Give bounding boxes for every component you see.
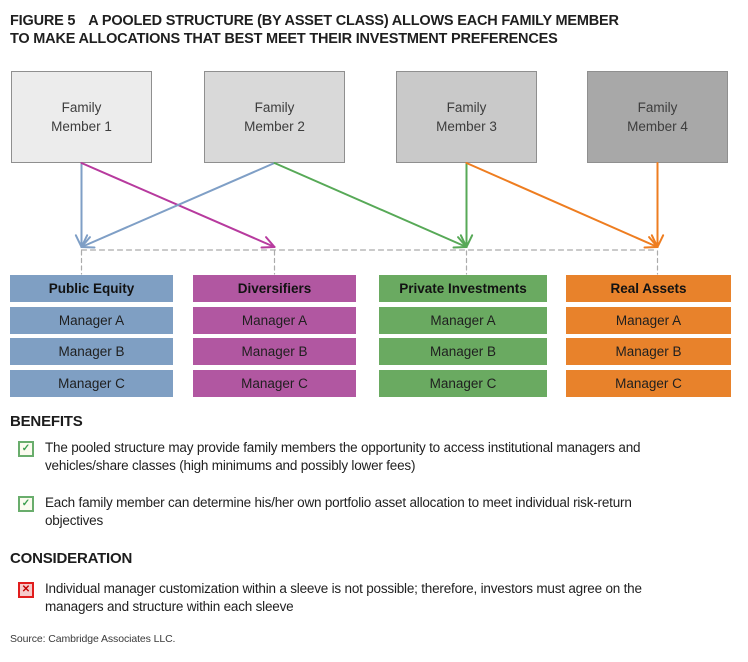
source-note: Source: Cambridge Associates LLC. (10, 633, 176, 645)
consideration-heading: CONSIDERATION (10, 550, 133, 567)
consideration-item: ✕ Individual manager customization withi… (18, 580, 718, 615)
allocation-arrows (74, 162, 665, 275)
manager-cell: Manager B (10, 338, 173, 365)
x-icon: ✕ (18, 582, 34, 598)
family-member-box: Family Member 3 (396, 71, 537, 163)
benefit-item: ✓ Each family member can determine his/h… (18, 494, 718, 529)
consideration-text: Individual manager customization within … (45, 581, 642, 614)
figure-title-text: A POOLED STRUCTURE (BY ASSET CLASS) ALLO… (10, 13, 619, 47)
manager-cell: Manager A (566, 306, 731, 334)
check-icon: ✓ (18, 441, 34, 457)
family-member-label: Family Member 2 (244, 100, 305, 134)
family-member-label: Family Member 1 (51, 100, 112, 134)
benefit-text: The pooled structure may provide family … (45, 440, 641, 473)
asset-class-column: Real Assets Manager A Manager B Manager … (566, 275, 731, 397)
manager-cell: Manager B (566, 338, 731, 365)
family-member-label: Family Member 4 (627, 100, 688, 134)
family-member-box: Family Member 2 (204, 71, 345, 163)
benefit-item: ✓ The pooled structure may provide famil… (18, 439, 718, 474)
manager-cell: Manager C (193, 369, 356, 397)
manager-cell: Manager B (379, 338, 547, 365)
asset-class-header: Private Investments (379, 275, 547, 302)
family-member-box: Family Member 1 (11, 71, 152, 163)
asset-class-column: Private Investments Manager A Manager B … (379, 275, 547, 397)
manager-cell: Manager A (379, 306, 547, 334)
manager-cell: Manager B (193, 338, 356, 365)
figure-number-label: FIGURE 5 (10, 13, 76, 29)
asset-class-header: Public Equity (10, 275, 173, 302)
manager-cell: Manager A (10, 306, 173, 334)
family-member-box: Family Member 4 (587, 71, 728, 163)
manager-cell: Manager C (10, 369, 173, 397)
asset-class-header: Real Assets (566, 275, 731, 302)
benefits-heading: BENEFITS (10, 413, 83, 430)
check-icon: ✓ (18, 496, 34, 512)
family-member-label: Family Member 3 (436, 100, 497, 134)
asset-class-column: Diversifiers Manager A Manager B Manager… (193, 275, 356, 397)
manager-cell: Manager C (379, 369, 547, 397)
asset-class-header: Diversifiers (193, 275, 356, 302)
asset-class-column: Public Equity Manager A Manager B Manage… (10, 275, 173, 397)
benefit-text: Each family member can determine his/her… (45, 495, 632, 528)
manager-cell: Manager A (193, 306, 356, 334)
manager-cell: Manager C (566, 369, 731, 397)
